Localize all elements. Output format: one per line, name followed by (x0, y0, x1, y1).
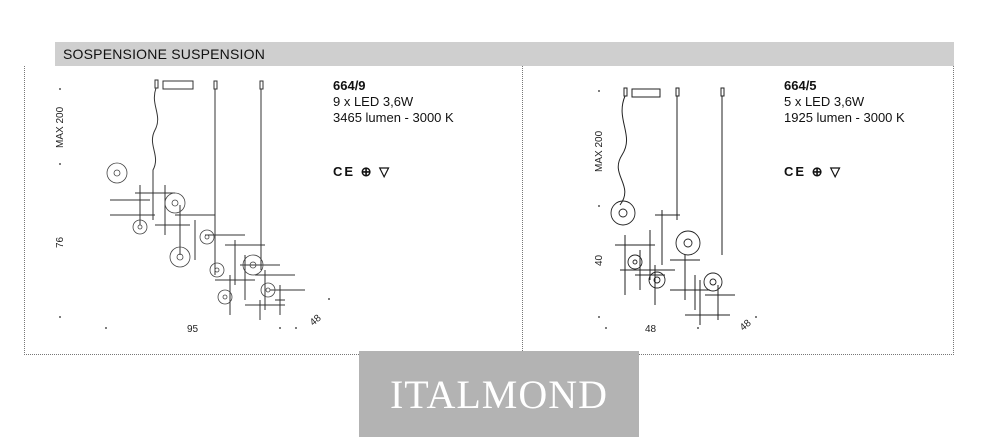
section-title-rest: SUSPENSION (167, 46, 266, 62)
section-title-bold: SOSPENSIONE (63, 46, 168, 62)
certification-marks-664-9: CE ⊕ ▽ (333, 164, 392, 179)
product-panel-664-9 (24, 66, 523, 355)
product-panel-664-5 (522, 66, 954, 355)
dim-width-left: 95 (187, 324, 199, 335)
certification-marks-664-5: CE ⊕ ▽ (784, 164, 843, 179)
spec-block-664-5: 664/5 5 x LED 3,6W 1925 lumen - 3000 K (784, 78, 905, 126)
section-title: SOSPENSIONE SUSPENSION (63, 46, 265, 62)
product-lumen: 1925 lumen - 3000 K (784, 110, 905, 125)
dim-width-right: 48 (645, 324, 657, 335)
product-code: 664/9 (333, 78, 366, 93)
lamp-drawing-664-9 (106, 79, 305, 320)
product-led: 5 x LED 3,6W (784, 94, 865, 109)
watermark-text: ITALMOND (389, 372, 609, 417)
product-code: 664/5 (784, 78, 817, 93)
section-header: SOSPENSIONE SUSPENSION (55, 42, 954, 66)
product-lumen: 3465 lumen - 3000 K (333, 110, 454, 125)
watermark-logo: ITALMOND (359, 351, 639, 437)
lamp-drawing-664-5 (610, 87, 735, 325)
product-led: 9 x LED 3,6W (333, 94, 414, 109)
spec-block-664-9: 664/9 9 x LED 3,6W 3465 lumen - 3000 K (333, 78, 454, 126)
dim-height-left: 76 (55, 236, 66, 248)
dim-max-height-left: MAX 200 (55, 106, 66, 148)
